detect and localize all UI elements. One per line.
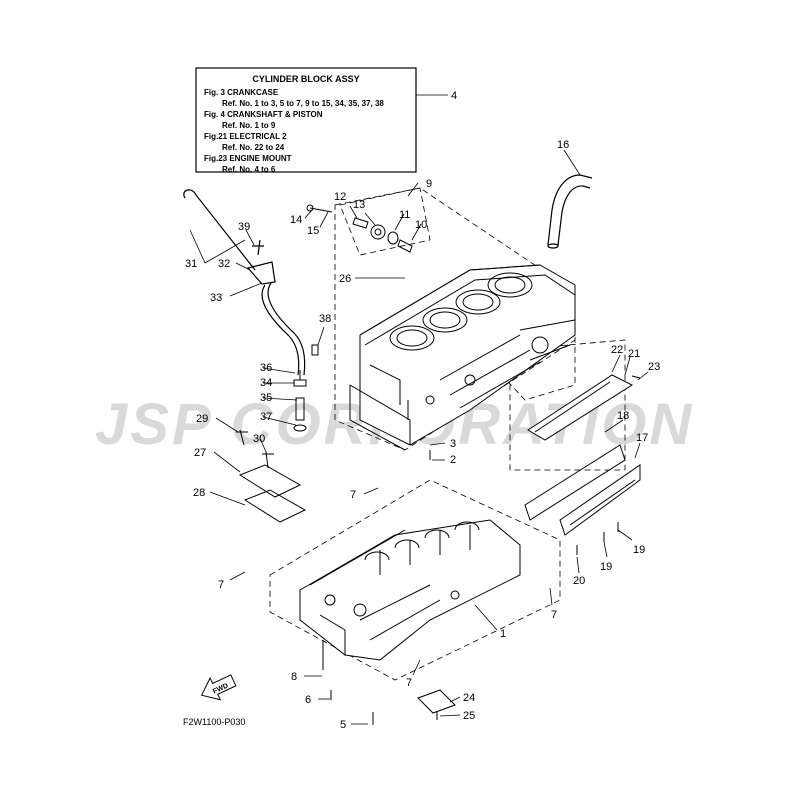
drawing-code: F2W1100-P030 (183, 717, 245, 727)
callout-14: 14 (290, 214, 302, 226)
water-hose (547, 174, 593, 249)
legend-line: Ref. No. 1 to 3, 5 to 7, 9 to 15, 34, 35… (222, 99, 384, 108)
callout-6: 6 (305, 694, 311, 706)
callout-19b: 19 (600, 561, 612, 573)
callout-19a: 19 (633, 544, 645, 556)
callout-32: 32 (218, 258, 230, 270)
fwd-arrow: FWD (200, 674, 237, 701)
callout-18: 18 (617, 410, 629, 422)
callout-37: 37 (260, 411, 272, 423)
callout-34: 34 (260, 377, 272, 389)
side-cover-parts (524, 374, 641, 555)
callout-5: 5 (340, 719, 346, 731)
callout-10: 10 (415, 219, 427, 231)
callout-25: 25 (463, 710, 475, 722)
callout-12: 12 (334, 191, 346, 203)
callout-7c: 7 (551, 609, 557, 621)
assembly-outlines (269, 187, 626, 681)
callout-2: 2 (450, 454, 456, 466)
small-parts (322, 400, 456, 725)
callout-7d: 7 (406, 677, 412, 689)
callout-31: 31 (185, 258, 197, 270)
callout-3: 3 (450, 438, 456, 450)
callout-16: 16 (557, 139, 569, 151)
callout-17: 17 (636, 432, 648, 444)
legend-line: Ref. No. 4 to 6 (222, 165, 276, 174)
dipstick-assembly (183, 189, 306, 376)
callout-33: 33 (210, 292, 222, 304)
callout-29: 29 (196, 413, 208, 425)
callout-23: 23 (648, 361, 660, 373)
legend-line: Ref. No. 22 to 24 (222, 143, 285, 152)
callout-38: 38 (319, 313, 331, 325)
callout-9: 9 (426, 178, 432, 190)
callout-28: 28 (193, 487, 205, 499)
callout-22: 22 (611, 344, 623, 356)
cover-plates (236, 429, 307, 523)
callout-8: 8 (291, 671, 297, 683)
callout-20: 20 (573, 575, 585, 587)
callout-11: 11 (399, 209, 410, 221)
legend-line: Fig. 3 CRANKCASE (204, 88, 279, 97)
legend-line: Fig. 4 CRANKSHAFT & PISTON (204, 110, 323, 119)
callout-7a: 7 (350, 489, 356, 501)
legend-title: CYLINDER BLOCK ASSY (252, 74, 359, 84)
callout-4: 4 (451, 90, 457, 102)
callout-21: 21 (628, 348, 640, 360)
callout-35: 35 (260, 392, 272, 404)
legend-box: CYLINDER BLOCK ASSY Fig. 3 CRANKCASE Ref… (195, 67, 448, 174)
callout-27: 27 (194, 447, 206, 459)
callout-15: 15 (307, 225, 319, 237)
legend-line: Fig.21 ELECTRICAL 2 (204, 132, 287, 141)
crankcase (299, 519, 521, 661)
callout-24: 24 (463, 692, 475, 704)
cylinder-block (349, 264, 576, 451)
callouts: 1 2 3 4 5 6 7 7 7 7 8 9 10 11 12 13 14 1… (185, 90, 660, 731)
breather-parts (293, 344, 319, 432)
callout-7b: 7 (218, 579, 224, 591)
callout-36: 36 (260, 362, 272, 374)
callout-26: 26 (339, 273, 351, 285)
callout-30: 30 (253, 433, 265, 445)
callout-39: 39 (238, 221, 250, 233)
legend-line: Ref. No. 1 to 9 (222, 121, 276, 130)
callout-13: 13 (353, 199, 365, 211)
callout-1: 1 (500, 628, 506, 640)
thermostat-parts (306, 204, 413, 253)
legend-line: Fig.23 ENGINE MOUNT (204, 154, 292, 163)
leader-lines (189, 149, 649, 725)
